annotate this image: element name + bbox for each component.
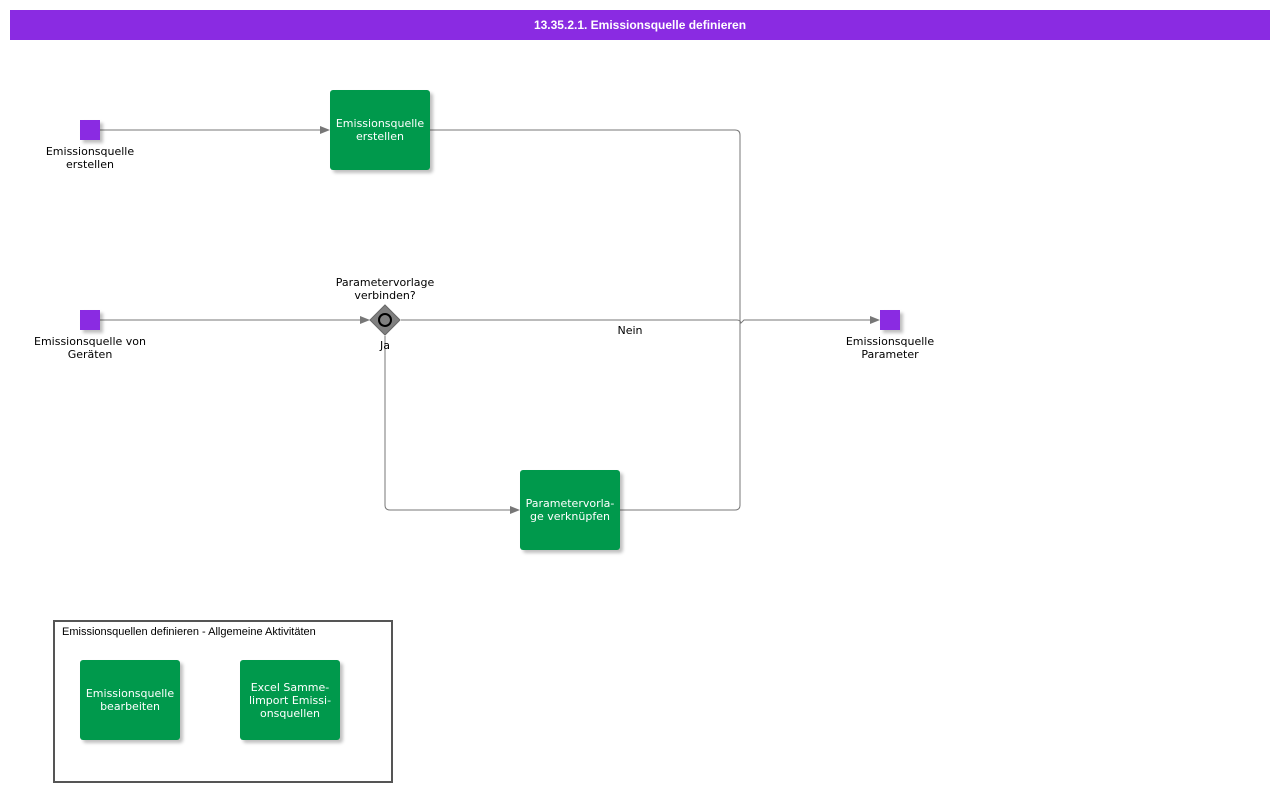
group-allgemeine-aktivitaeten	[53, 620, 393, 783]
task-emissionsquelle-bearbeiten[interactable]: Emissionsquelle bearbeiten	[80, 660, 180, 740]
gateway-yes-label: Ja	[380, 339, 390, 352]
task-label: Parametervorla-ge verknüpfen	[525, 497, 615, 523]
task-label: Excel Samme-limport Emissi-onsquellen	[248, 680, 332, 720]
group-label: Emissionsquellen definieren - Allgemeine…	[62, 626, 316, 638]
start-event-erstellen-label: Emissionsquelle erstellen	[45, 145, 135, 171]
start-event-geraeten[interactable]	[80, 310, 100, 330]
flow-gateway-yes-to-task-verknuepfen	[384, 336, 520, 514]
task-label: Emissionsquelle erstellen	[335, 117, 425, 143]
gateway-question-label: Parametervorlage verbinden?	[335, 276, 435, 302]
diagram-title: 13.35.2.1. Emissionsquelle definieren	[10, 10, 1270, 40]
gateway-circle-icon	[378, 313, 392, 327]
start-event-geraeten-label: Emissionsquelle von Geräten	[34, 335, 146, 361]
gateway-no-label: Nein	[617, 324, 643, 337]
end-event-parameter-label: Emissionsquelle Parameter	[845, 335, 935, 361]
flow-task-erstellen-to-merge	[430, 129, 741, 511]
task-parametervorlage-verknuepfen[interactable]: Parametervorla-ge verknüpfen	[520, 470, 620, 550]
task-label: Emissionsquelle bearbeiten	[85, 687, 175, 713]
start-event-erstellen[interactable]	[80, 120, 100, 140]
task-excel-sammelimport[interactable]: Excel Samme-limport Emissi-onsquellen	[240, 660, 340, 740]
end-event-parameter[interactable]	[880, 310, 900, 330]
gateway-diamond[interactable]	[369, 304, 403, 338]
flow-gateway-no-to-end	[401, 316, 880, 324]
task-emissionsquelle-erstellen[interactable]: Emissionsquelle erstellen	[330, 90, 430, 170]
